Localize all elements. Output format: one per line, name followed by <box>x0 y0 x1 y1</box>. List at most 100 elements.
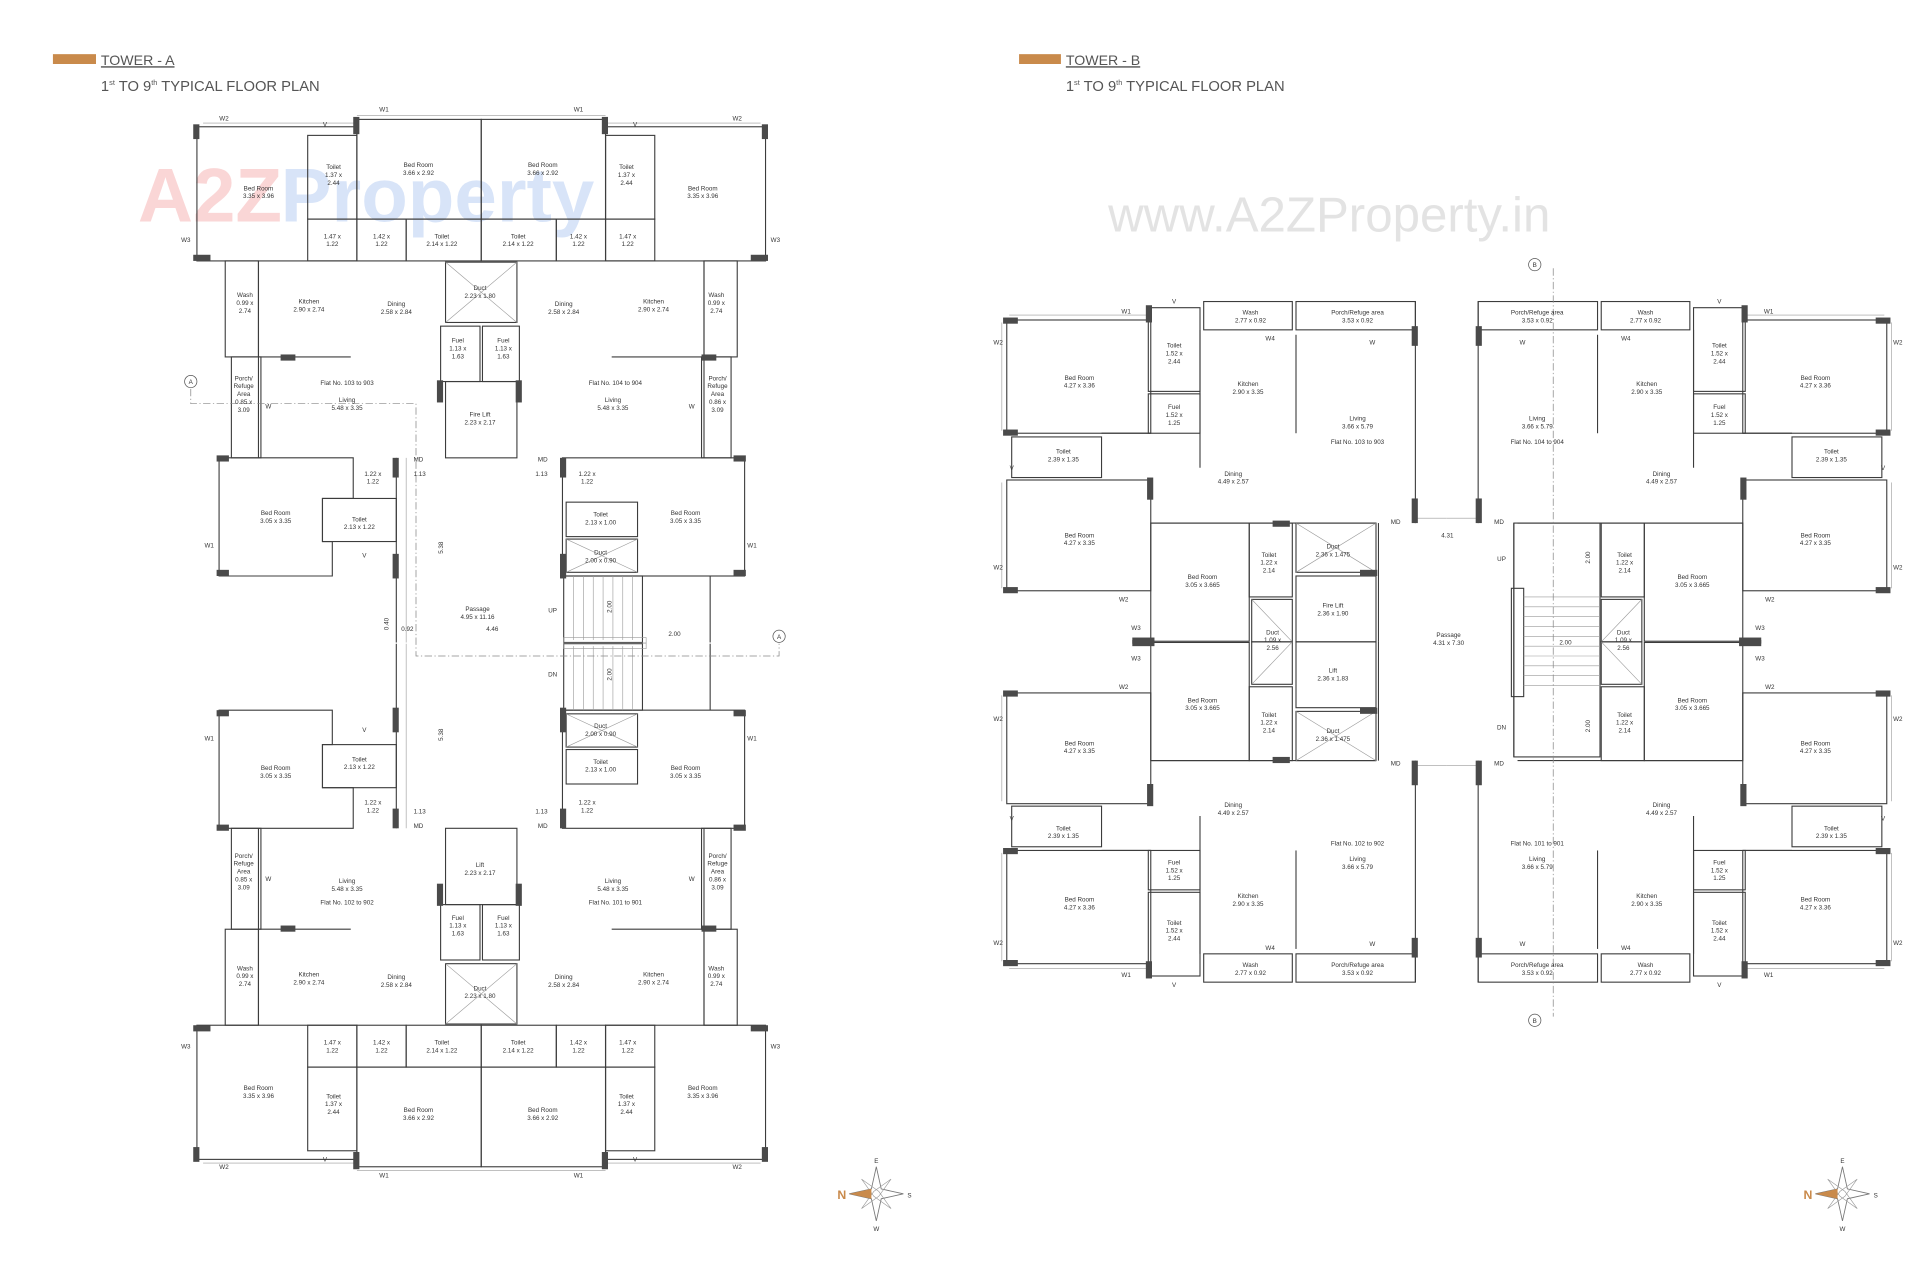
tower-a-dimension-label: 4.46 <box>486 626 499 633</box>
tower-a-marker-w1: W1 <box>379 1173 389 1180</box>
tower-b-marker-w1: W1 <box>1121 309 1131 316</box>
tower-b-marker-md: MD <box>1391 519 1401 526</box>
tower-a-header: TOWER - A 1st TO 9th TYPICAL FLOOR PLAN <box>52 52 320 95</box>
tower-b-marker-w2: W2 <box>1893 716 1903 723</box>
tower-a-marker-up: UP <box>548 608 557 615</box>
tower-a-dimension-label: 2.00 <box>606 600 613 613</box>
tower-a-marker-w2: W2 <box>219 1164 229 1171</box>
tower-b-marker-up: UP <box>1497 556 1506 563</box>
svg-text:S: S <box>1874 1193 1878 1200</box>
tower-b-marker-md: MD <box>1391 760 1401 767</box>
tower-b-marker-w2: W2 <box>993 716 1003 723</box>
svg-text:Property: Property <box>281 154 595 239</box>
tower-a-marker-w3: W3 <box>181 1043 191 1050</box>
tower-a-marker-dn: DN <box>548 672 558 679</box>
tower-b-marker-w2: W2 <box>1765 597 1775 604</box>
tower-a-marker-w2: W2 <box>733 115 743 122</box>
tower-b-marker-w4: W4 <box>1265 336 1275 343</box>
section-marker-a: A A <box>184 375 786 643</box>
tower-a-marker-md: MD <box>538 456 548 463</box>
tower-b-marker-w3: W3 <box>1755 625 1765 632</box>
tower-a-marker-w: W <box>265 403 271 410</box>
svg-text:N: N <box>1804 1188 1813 1202</box>
tower-a-marker-w1: W1 <box>205 542 215 549</box>
tower-a-dimension-label: 2.00 <box>668 631 681 638</box>
tower-b-marker-w2: W2 <box>993 339 1003 346</box>
tower-b-marker-md: MD <box>1494 519 1504 526</box>
accent-bar <box>1019 54 1061 64</box>
tower-b-marker-v: V <box>1881 465 1886 472</box>
tower-a-marker-md: MD <box>538 823 548 830</box>
tower-a-marker-w1: W1 <box>574 107 584 114</box>
tower-a-marker-w3: W3 <box>771 237 781 244</box>
tower-a-dimension-label: 1.13 <box>414 808 427 815</box>
svg-text:W: W <box>873 1226 879 1233</box>
tower-b-marker-w: W <box>1369 339 1375 346</box>
tower-a-marker-w1: W1 <box>205 736 215 743</box>
compass-rose-b: N E S W <box>1804 1158 1878 1233</box>
tower-a-dimension-label: 2.00 <box>606 668 613 681</box>
tower-a-dimension-label: 1.13 <box>414 471 427 478</box>
tower-b-marker-v: V <box>1717 982 1722 989</box>
accent-bar <box>52 54 96 64</box>
tower-a-marker-w1: W1 <box>379 107 389 114</box>
tower-b-marker-md: MD <box>1494 760 1504 767</box>
tower-a-marker-w2: W2 <box>219 115 229 122</box>
svg-text:E: E <box>874 1158 878 1165</box>
tower-b-dimension-label: 2.00 <box>1559 640 1572 647</box>
tower-b-title: TOWER - B <box>1066 52 1140 68</box>
tower-b-marker-w2: W2 <box>1119 597 1129 604</box>
tower-a-marker-w3: W3 <box>771 1043 781 1050</box>
